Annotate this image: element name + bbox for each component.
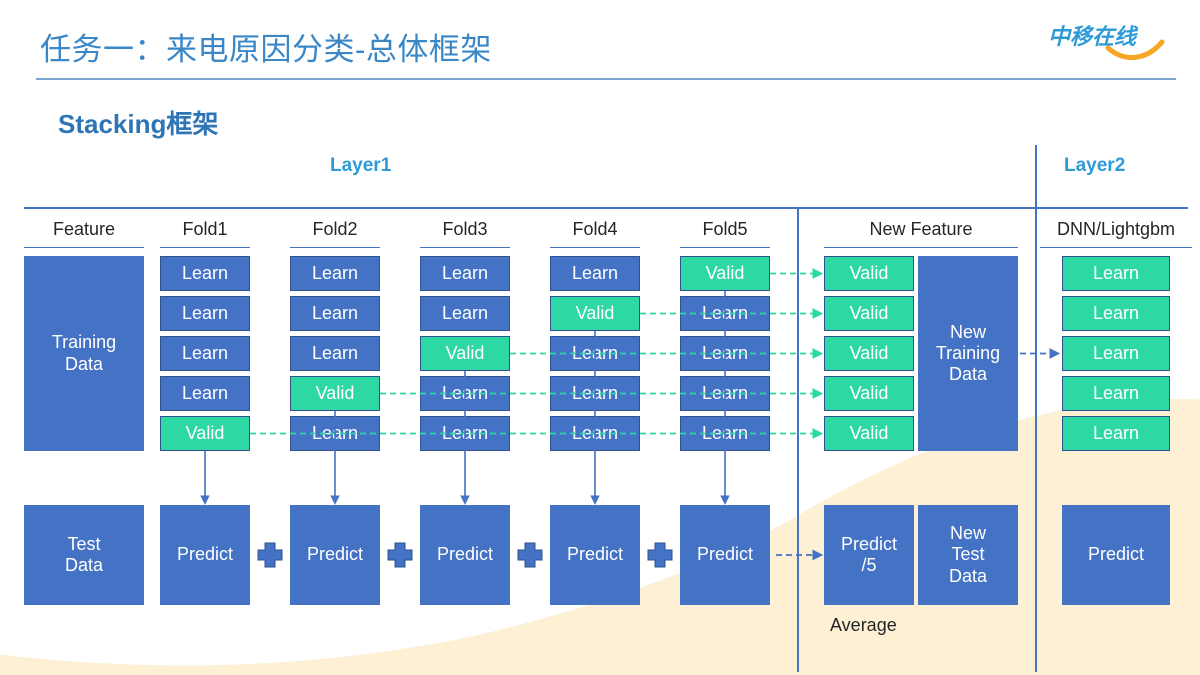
grid-cell-fold3-row1: Learn bbox=[420, 256, 510, 291]
new-feature-cell-row3: Valid bbox=[824, 336, 914, 371]
grid-cell-fold4-row1: Learn bbox=[550, 256, 640, 291]
header-divider bbox=[24, 207, 1188, 209]
grid-cell-fold5-row3: Learn bbox=[680, 336, 770, 371]
column-header-model: DNN/Lightgbm bbox=[1056, 219, 1176, 239]
new-feature-cell-row5: Valid bbox=[824, 416, 914, 451]
column-underline-fold1 bbox=[160, 247, 250, 249]
column-underline-model bbox=[1040, 247, 1192, 249]
grid-cell-fold5-row1: Valid bbox=[680, 256, 770, 291]
layer2-cell-row5: Learn bbox=[1062, 416, 1170, 451]
new-feature-cell-row2: Valid bbox=[824, 296, 914, 331]
svg-text:中移在线: 中移在线 bbox=[1048, 24, 1139, 49]
predict-block-fold2: Predict bbox=[290, 505, 380, 605]
plus-connector-icon bbox=[647, 542, 673, 568]
column-header-fold3: Fold3 bbox=[442, 219, 488, 239]
predict-block-fold4: Predict bbox=[550, 505, 640, 605]
plus-connector-icon bbox=[257, 542, 283, 568]
column-header-newfeat: New Feature bbox=[869, 219, 973, 239]
column-header-fold5: Fold5 bbox=[702, 219, 748, 239]
grid-cell-fold1-row3: Learn bbox=[160, 336, 250, 371]
column-underline-fold4 bbox=[550, 247, 640, 249]
brand-logo: 中移在线 bbox=[1048, 24, 1165, 61]
grid-cell-fold4-row3: Learn bbox=[550, 336, 640, 371]
column-header-fold2: Fold2 bbox=[312, 219, 358, 239]
grid-cell-fold4-row4: Learn bbox=[550, 376, 640, 411]
grid-cell-fold2-row4: Valid bbox=[290, 376, 380, 411]
grid-cell-fold3-row3: Valid bbox=[420, 336, 510, 371]
grid-cell-fold5-row4: Learn bbox=[680, 376, 770, 411]
plus-connector-icon bbox=[387, 542, 413, 568]
layer2-cell-row2: Learn bbox=[1062, 296, 1170, 331]
column-underline-fold2 bbox=[290, 247, 380, 249]
new-feature-cell-row4: Valid bbox=[824, 376, 914, 411]
grid-cell-fold2-row3: Learn bbox=[290, 336, 380, 371]
predict-block-fold3: Predict bbox=[420, 505, 510, 605]
column-underline-newfeat bbox=[824, 247, 1018, 249]
predict-block-fold5: Predict bbox=[680, 505, 770, 605]
predict-average-block: Predict/5 bbox=[824, 505, 914, 605]
layer1-label: Layer1 bbox=[330, 155, 392, 176]
column-underline-fold5 bbox=[680, 247, 770, 249]
average-label: Average bbox=[830, 615, 897, 635]
layer2-cell-row3: Learn bbox=[1062, 336, 1170, 371]
grid-cell-fold4-row2: Valid bbox=[550, 296, 640, 331]
grid-cell-fold1-row5: Valid bbox=[160, 416, 250, 451]
grid-cell-fold1-row4: Learn bbox=[160, 376, 250, 411]
grid-cell-fold3-row2: Learn bbox=[420, 296, 510, 331]
grid-cell-fold2-row5: Learn bbox=[290, 416, 380, 451]
grid-cell-fold1-row2: Learn bbox=[160, 296, 250, 331]
grid-cell-fold5-row5: Learn bbox=[680, 416, 770, 451]
layer2-label: Layer2 bbox=[1064, 155, 1126, 176]
grid-cell-fold3-row4: Learn bbox=[420, 376, 510, 411]
grid-cell-fold5-row2: Learn bbox=[680, 296, 770, 331]
grid-cell-fold1-row1: Learn bbox=[160, 256, 250, 291]
column-header-fold4: Fold4 bbox=[572, 219, 618, 239]
page-title: 任务一：来电原因分类-总体框架 bbox=[40, 32, 492, 67]
grid-cell-fold4-row5: Learn bbox=[550, 416, 640, 451]
grid-cell-fold3-row5: Learn bbox=[420, 416, 510, 451]
vertical-divider-layer1-newfeature bbox=[797, 207, 799, 672]
predict-block-fold1: Predict bbox=[160, 505, 250, 605]
plus-connector-icon bbox=[517, 542, 543, 568]
layer2-cell-row4: Learn bbox=[1062, 376, 1170, 411]
column-header-fold1: Fold1 bbox=[182, 219, 228, 239]
grid-cell-fold2-row1: Learn bbox=[290, 256, 380, 291]
title-divider bbox=[36, 78, 1176, 80]
column-underline-fold3 bbox=[420, 247, 510, 249]
column-header-feature: Feature bbox=[52, 219, 116, 239]
new-feature-cell-row1: Valid bbox=[824, 256, 914, 291]
layer2-cell-row1: Learn bbox=[1062, 256, 1170, 291]
predict-layer2-block: Predict bbox=[1062, 505, 1170, 605]
vertical-divider-layer2 bbox=[1035, 145, 1037, 672]
column-underline-feature bbox=[24, 247, 144, 249]
section-heading: Stacking框架 bbox=[58, 109, 219, 139]
grid-cell-fold2-row2: Learn bbox=[290, 296, 380, 331]
